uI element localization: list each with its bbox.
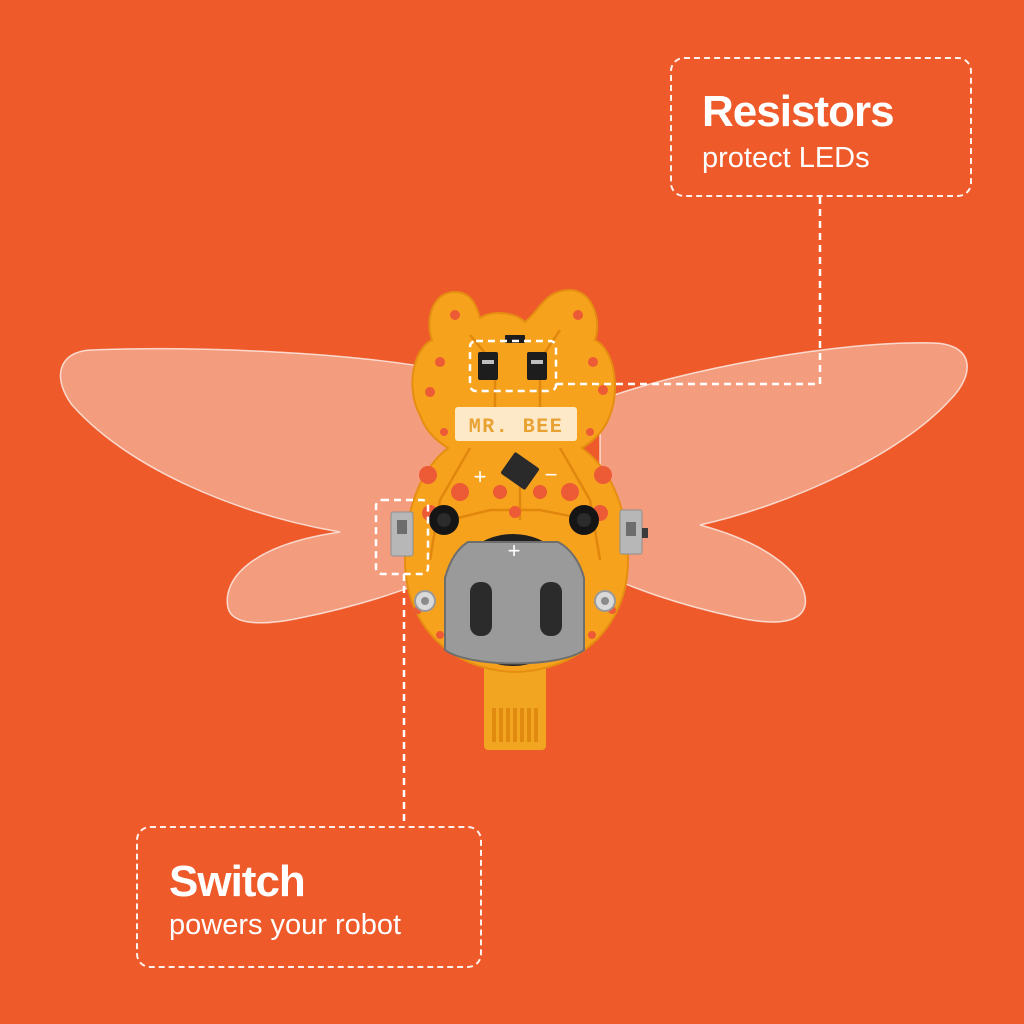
center-component (501, 452, 539, 490)
switch-callout-description: powers your robot (169, 909, 402, 941)
left-wing (59, 347, 451, 624)
polarity-minus: − (545, 462, 558, 487)
resistors-callout: Resistors protect LEDs (670, 57, 972, 197)
resistors-leader-line (556, 197, 822, 386)
polarity-plus: + (474, 464, 487, 489)
switch-callout-title: Switch (169, 857, 306, 906)
resistors (478, 335, 547, 380)
screws (414, 590, 616, 612)
slide-switch-left (390, 511, 414, 557)
right-wing (599, 342, 968, 623)
board-label: MR. BEE (469, 416, 564, 439)
resistors-callout-description: protect LEDs (702, 142, 870, 174)
slide-switch-right (619, 509, 648, 555)
resistors-callout-title: Resistors (702, 87, 895, 136)
battery-holder: + (444, 534, 585, 666)
switch-callout: Switch powers your robot (136, 826, 482, 968)
connector-tail (484, 655, 546, 750)
leds (429, 505, 599, 535)
resistors-highlight (468, 339, 558, 393)
battery-plus: + (508, 538, 521, 563)
